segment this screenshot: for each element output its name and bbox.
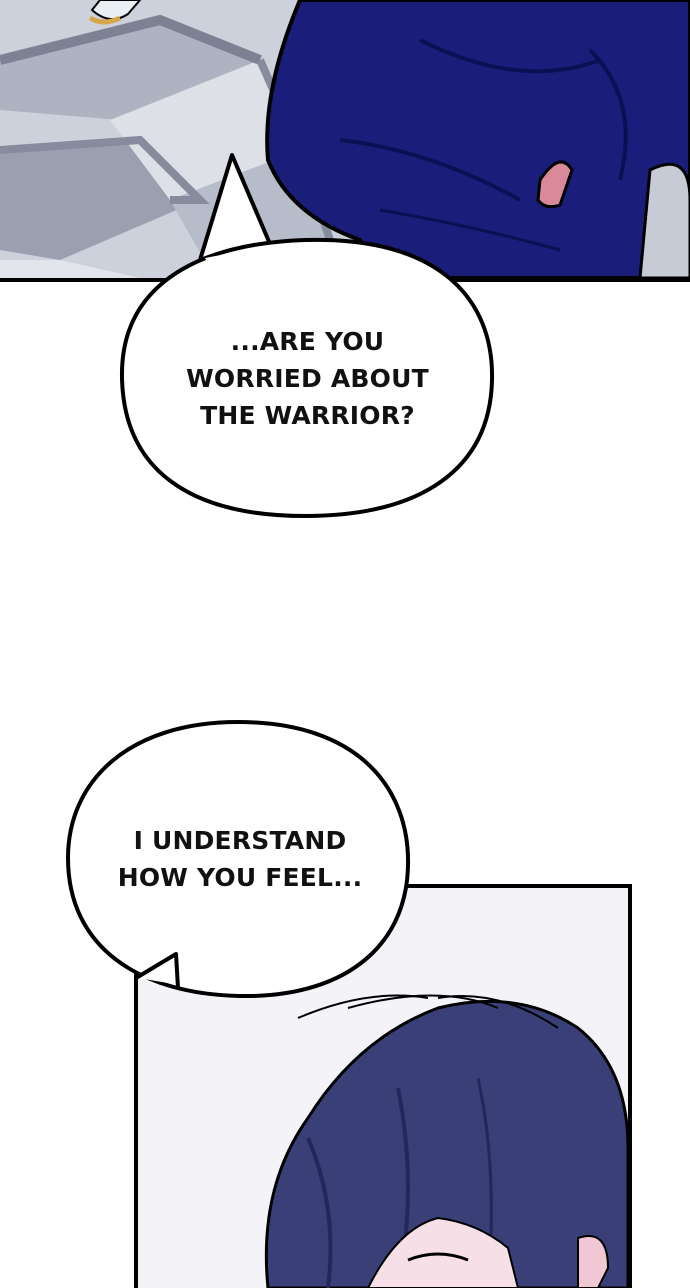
speech-bubble-1-text: ...ARE YOU WORRIED ABOUT THE WARRIOR? (170, 323, 445, 434)
speech-line: ...ARE YOU (230, 327, 385, 356)
speech-line: HOW YOU FEEL... (117, 863, 363, 892)
speech-line: WORRIED ABOUT (186, 364, 429, 393)
speech-line: I UNDERSTAND (133, 826, 347, 855)
speech-bubble-2-text: I UNDERSTAND HOW YOU FEEL... (95, 822, 385, 896)
speech-bubble-1 (119, 153, 495, 519)
speech-bubble-2 (65, 719, 411, 999)
speech-line: THE WARRIOR? (200, 401, 415, 430)
